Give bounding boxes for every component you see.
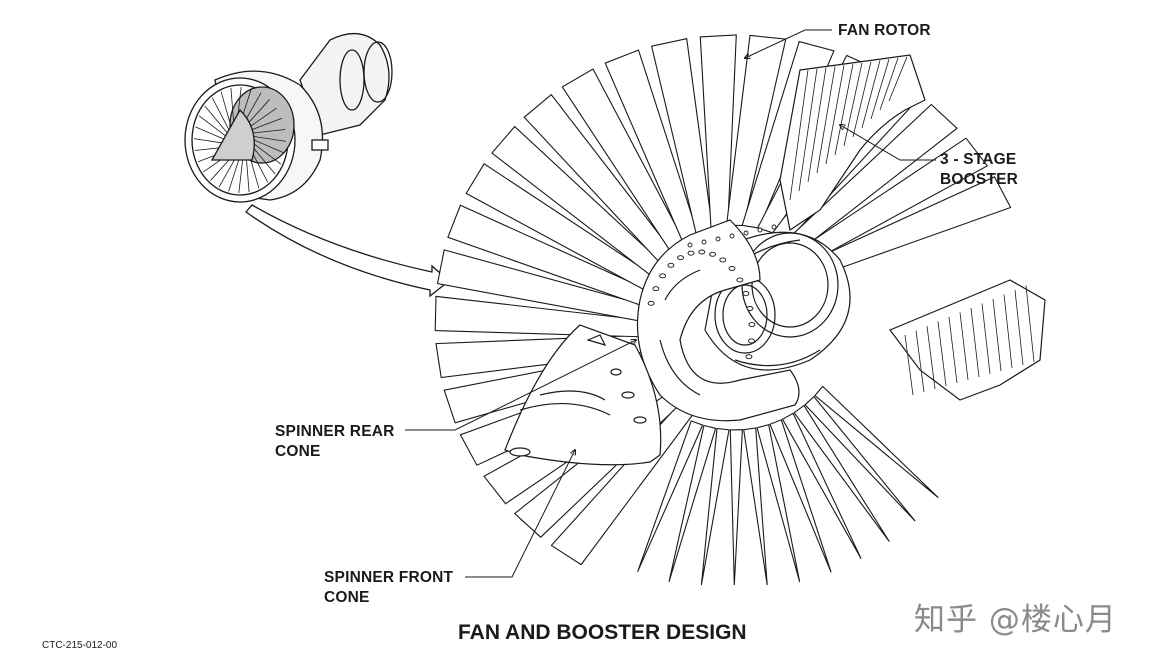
booster-vane: [1003, 294, 1013, 369]
bolt-hole: [652, 286, 660, 292]
fan-blade: [668, 424, 717, 582]
fan-blade: [756, 424, 801, 583]
leader-lines: [405, 29, 936, 578]
bolt-hole: [742, 290, 750, 296]
mini-fan-blade: [253, 139, 285, 154]
booster-vane: [798, 68, 818, 192]
watermark: 知乎 @楼心月: [914, 602, 1117, 638]
booster-label-line1: 3 - STAGE: [940, 151, 1017, 168]
fan-blade: [637, 420, 704, 573]
bolt-hole: [748, 322, 756, 328]
fan-blade: [814, 385, 939, 499]
booster-vane: [888, 56, 908, 102]
fan-blade: [804, 395, 916, 522]
arrow-icon: [245, 204, 451, 298]
fan-blade: [781, 412, 862, 559]
mini-fan-blade: [195, 126, 227, 141]
engine-overview-icon: [184, 33, 393, 203]
booster-label-line2: BOOSTER: [940, 171, 1019, 188]
mini-fan-blade: [245, 154, 250, 192]
booster-vane: [992, 298, 1002, 372]
bolt-hole: [677, 255, 684, 261]
booster-vane: [948, 316, 958, 384]
bolt-hole: [687, 250, 695, 256]
mini-fan-blade: [198, 115, 227, 137]
diagram-title: FAN AND BOOSTER DESIGN: [458, 621, 747, 644]
spinner-rear-label-line2: CONE: [275, 443, 321, 460]
bolt-hole: [715, 236, 721, 242]
mini-fan-blade: [228, 155, 241, 192]
mini-fan-blade: [220, 91, 232, 128]
mini-fan-blade: [245, 99, 270, 126]
fan-blade: [743, 427, 768, 586]
mini-fan-blade: [211, 97, 230, 131]
fan-blade: [700, 427, 730, 586]
spinner-front-label-line2: CONE: [324, 589, 370, 606]
booster-vane: [843, 62, 863, 147]
bolt-hole: [728, 266, 736, 271]
bolt-hole: [745, 354, 753, 360]
mini-fan-blade: [252, 129, 286, 134]
booster-vane: [959, 312, 969, 381]
fan-rotor-label: FAN ROTOR: [838, 22, 931, 39]
booster-vane: [852, 61, 872, 138]
bolt-hole: [719, 257, 727, 263]
mini-fan-blade: [250, 117, 283, 131]
booster-vane: [834, 63, 854, 156]
bolt-hole: [746, 306, 754, 311]
booster-vane: [1014, 289, 1024, 366]
booster-vane: [970, 307, 980, 378]
booster-vane: [926, 325, 936, 390]
bolt-hole: [757, 227, 763, 233]
booster-vane: [789, 69, 809, 201]
booster-vane: [915, 330, 925, 393]
mini-fan-blade: [250, 149, 269, 183]
booster-vane: [870, 59, 890, 120]
bolt-hole: [709, 251, 717, 257]
mini-fan-blade: [238, 155, 244, 194]
bolt-hole: [743, 230, 749, 236]
mini-fan-blade: [204, 105, 228, 134]
fan-blade: [793, 404, 890, 542]
booster-vane: [904, 334, 914, 396]
booster-vane: [825, 65, 845, 165]
booster-vane: [816, 66, 836, 174]
bolt-hole: [729, 233, 735, 239]
booster-vane: [1025, 285, 1035, 363]
booster-vane: [879, 57, 899, 111]
spinner-front-label-line1: SPINNER FRONT: [324, 569, 454, 586]
mini-fan-blade: [253, 136, 287, 142]
booster-vane: [937, 321, 947, 387]
bolt-hole: [659, 273, 667, 279]
bolt-hole: [698, 249, 706, 255]
bolt-hole: [667, 262, 675, 268]
document-id: CTC-215-012-00: [42, 640, 118, 651]
mini-fan-blade: [230, 88, 235, 126]
mini-fan-blade: [248, 107, 277, 128]
mini-fan-blade: [252, 146, 276, 175]
bolt-hole: [687, 242, 693, 248]
fan-assembly-icon: [434, 34, 1046, 586]
bolt-hole: [748, 338, 755, 344]
bolt-hole: [771, 224, 777, 230]
mini-fan-blade: [253, 143, 282, 165]
booster-vane: [861, 60, 881, 129]
booster-vane: [981, 303, 991, 375]
booster-vane: [807, 67, 827, 183]
fan-blade: [769, 419, 832, 573]
mini-fan-blade: [218, 155, 238, 188]
bolt-hole: [647, 300, 655, 306]
bolt-hole: [736, 277, 744, 283]
fan-blade: [729, 429, 743, 586]
spinner-rear-label-line1: SPINNER REAR: [275, 423, 395, 440]
bolt-hole: [701, 239, 707, 245]
